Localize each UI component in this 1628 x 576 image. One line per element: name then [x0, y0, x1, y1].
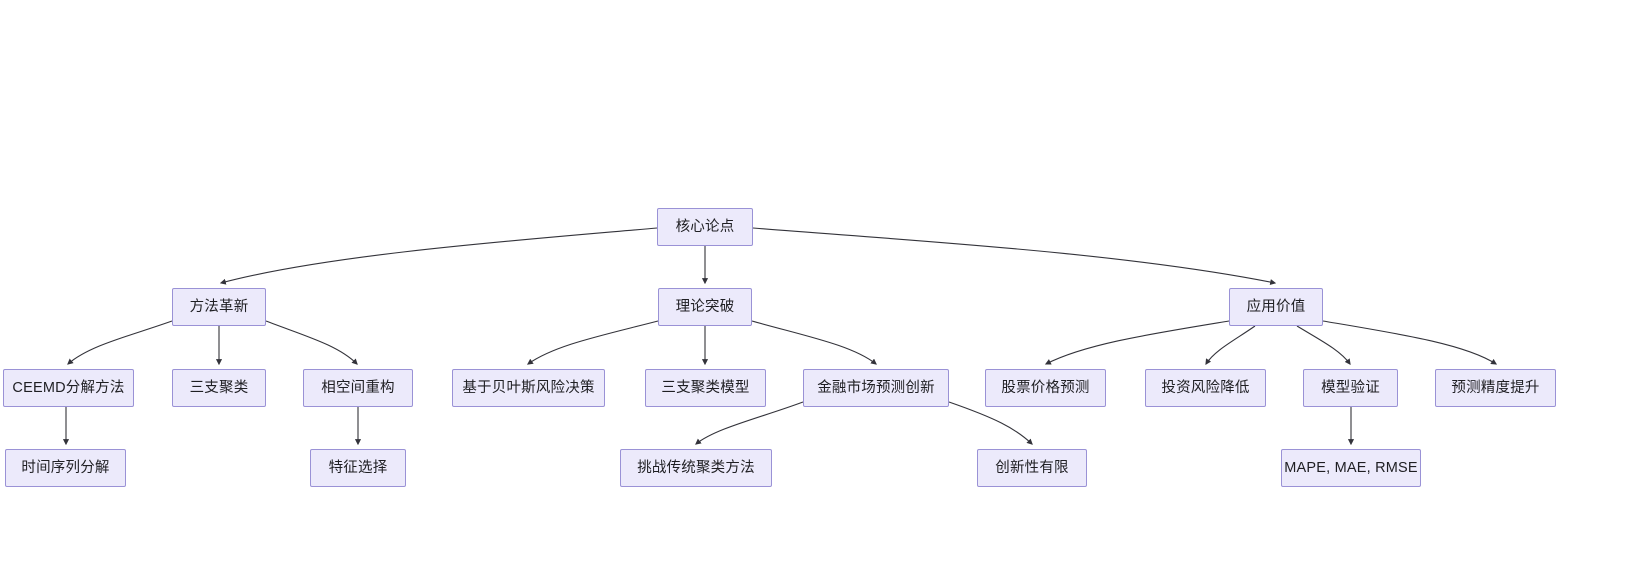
diagram-edge [527, 320, 659, 365]
diagram-node[interactable]: 三支聚类模型 [645, 369, 766, 407]
diagram-edge [695, 401, 804, 445]
diagram-node-label: 方法革新 [189, 298, 249, 315]
diagram-node-label: CEEMD分解方法 [12, 379, 125, 396]
diagram-node[interactable]: 应用价值 [1229, 288, 1323, 326]
diagram-node-label: 创新性有限 [995, 459, 1069, 476]
diagram-node[interactable]: 核心论点 [657, 208, 753, 246]
diagram-node[interactable]: MAPE, MAE, RMSE [1281, 449, 1421, 487]
diagram-edge [752, 227, 1277, 286]
diagram-node-label: 挑战传统聚类方法 [637, 459, 755, 476]
diagram-node[interactable]: 模型验证 [1303, 369, 1398, 407]
diagram-node-label: 股票价格预测 [1001, 379, 1090, 396]
diagram-node-label: 模型验证 [1321, 379, 1380, 396]
diagram-node-label: 投资风险降低 [1161, 379, 1250, 396]
diagram-edge [1205, 325, 1256, 366]
diagram-node[interactable]: 时间序列分解 [5, 449, 126, 487]
diagram-node-label: 金融市场预测创新 [817, 379, 935, 396]
diagram-node[interactable]: 挑战传统聚类方法 [620, 449, 772, 487]
diagram-node-label: 应用价值 [1246, 298, 1306, 315]
diagram-node[interactable]: 相空间重构 [303, 369, 413, 407]
diagram-edge [751, 320, 877, 365]
diagram-edge [67, 320, 173, 365]
diagram-node[interactable]: 预测精度提升 [1435, 369, 1556, 407]
diagram-node[interactable]: 三支聚类 [172, 369, 266, 407]
diagram-node[interactable]: 股票价格预测 [985, 369, 1106, 407]
diagram-node-label: 相空间重构 [321, 379, 395, 396]
diagram-node-label: 预测精度提升 [1451, 379, 1540, 396]
diagram-node[interactable]: 创新性有限 [977, 449, 1087, 487]
diagram-node[interactable]: 投资风险降低 [1145, 369, 1266, 407]
diagram-node-label: 基于贝叶斯风险决策 [462, 379, 595, 396]
diagram-node[interactable]: 特征选择 [310, 449, 406, 487]
diagram-node[interactable]: 基于贝叶斯风险决策 [452, 369, 605, 407]
diagram-edge [1322, 320, 1498, 365]
diagram-node[interactable]: CEEMD分解方法 [3, 369, 134, 407]
diagram-node-label: 三支聚类 [189, 379, 249, 396]
diagram-edge [219, 227, 658, 285]
diagram-node-label: MAPE, MAE, RMSE [1284, 459, 1418, 476]
diagram-edge [1044, 320, 1230, 365]
diagram-edge [1296, 325, 1351, 365]
diagram-node-label: 三支聚类模型 [661, 379, 750, 396]
edges-group [62, 227, 1498, 446]
diagram-node[interactable]: 理论突破 [658, 288, 752, 326]
diagram-edge [948, 401, 1033, 445]
diagram-node-label: 时间序列分解 [21, 459, 110, 476]
diagram-node-label: 核心论点 [675, 218, 735, 235]
diagram-node-label: 理论突破 [675, 298, 735, 315]
diagram-node[interactable]: 金融市场预测创新 [803, 369, 949, 407]
diagram-node[interactable]: 方法革新 [172, 288, 266, 326]
diagram-edge [265, 320, 358, 365]
diagram-node-label: 特征选择 [328, 459, 388, 476]
